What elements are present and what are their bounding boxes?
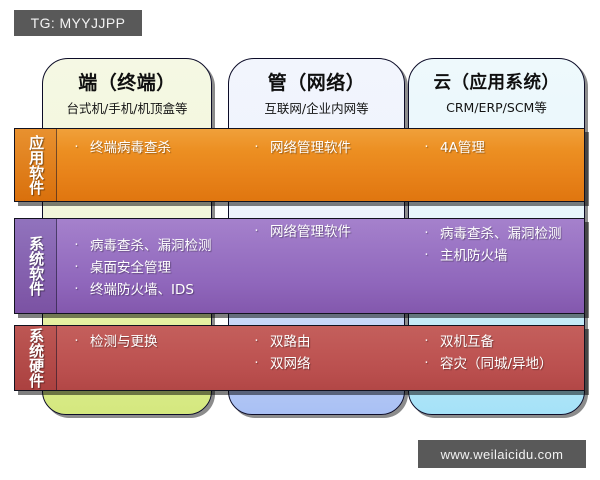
layer-cell: · 检测与更换 bbox=[73, 326, 243, 354]
bullet-item-label: 双机互备 bbox=[440, 334, 494, 350]
bullet-item-label: 检测与更换 bbox=[90, 334, 158, 350]
bullet-item: · 检测与更换 bbox=[73, 332, 243, 352]
bullet-dot-icon: · bbox=[74, 238, 79, 253]
bullet-dot-icon: · bbox=[424, 248, 429, 263]
bullet-dot-icon: · bbox=[74, 260, 79, 275]
bullet-dot-icon: · bbox=[74, 334, 79, 349]
bullet-item: · 病毒查杀、漏洞检测 bbox=[73, 236, 243, 256]
bullet-item: · 终端防火墙、IDS bbox=[73, 280, 243, 300]
bullet-item-label: 桌面安全管理 bbox=[90, 260, 171, 276]
bullet-dot-icon: · bbox=[424, 334, 429, 349]
bullet-item-label: 容灾（同城/异地） bbox=[440, 356, 553, 372]
column-title: 云（应用系统） bbox=[433, 72, 560, 93]
layer-label: 系统硬件 bbox=[15, 326, 57, 390]
layer-cell: · 病毒查杀、漏洞检测 · 主机防火墙 bbox=[423, 219, 600, 268]
layer-body: · 检测与更换 · 双路由 · 双网络 · 双机互备 · 容灾（同城/异地） bbox=[57, 326, 584, 390]
layer-cell: · 双路由 · 双网络 bbox=[253, 326, 429, 376]
bullet-dot-icon: · bbox=[254, 356, 259, 371]
bullet-item: · 4A管理 bbox=[423, 138, 600, 158]
bullet-item: · 网络管理软件 bbox=[253, 222, 429, 242]
layer-cell: · 终端病毒查杀 bbox=[73, 129, 243, 160]
layer-cell: · 病毒查杀、漏洞检测 · 桌面安全管理 · 终端防火墙、IDS bbox=[73, 219, 243, 302]
layer-body: · 终端病毒查杀 · 网络管理软件 · 4A管理 bbox=[57, 129, 584, 201]
bullet-item-label: 双路由 bbox=[270, 334, 311, 350]
bullet-dot-icon: · bbox=[424, 356, 429, 371]
layer-label: 应用软件 bbox=[15, 129, 57, 201]
layer-cell: · 网络管理软件 bbox=[253, 219, 429, 244]
bullet-dot-icon: · bbox=[74, 282, 79, 297]
watermark-site-badge: www.weilaicidu.com bbox=[418, 440, 586, 468]
bullet-item-label: 终端病毒查杀 bbox=[90, 140, 171, 156]
column-header-network: 管（网络） 互联网/企业内网等 bbox=[229, 59, 404, 125]
watermark-top-badge: TG: MYYJJPP bbox=[14, 10, 142, 36]
bullet-dot-icon: · bbox=[254, 224, 259, 239]
column-header-endpoint: 端（终端） 台式机/手机/机顶盒等 bbox=[43, 59, 211, 125]
layer-row-system-hardware: 系统硬件 · 检测与更换 · 双路由 · 双网络 · 双机互备 · 容灾（同城/异地） bbox=[14, 325, 585, 391]
bullet-item-label: 主机防火墙 bbox=[440, 248, 508, 264]
bullet-item: · 双网络 bbox=[253, 354, 429, 374]
layer-row-system-software: 系统软件 · 病毒查杀、漏洞检测 · 桌面安全管理 · 终端防火墙、IDS · 网络管理软件… bbox=[14, 218, 585, 314]
bullet-item-label: 终端防火墙、IDS bbox=[90, 282, 194, 298]
bullet-item: · 病毒查杀、漏洞检测 bbox=[423, 224, 600, 244]
column-title: 管（网络） bbox=[267, 71, 366, 94]
bullet-item: · 双路由 bbox=[253, 332, 429, 352]
column-subtitle: 互联网/企业内网等 bbox=[264, 100, 369, 116]
bullet-item-label: 病毒查杀、漏洞检测 bbox=[440, 226, 562, 242]
bullet-dot-icon: · bbox=[74, 140, 79, 155]
column-subtitle: CRM/ERP/SCM等 bbox=[446, 99, 547, 115]
bullet-item-label: 网络管理软件 bbox=[270, 140, 351, 156]
bullet-dot-icon: · bbox=[254, 334, 259, 349]
bullet-item: · 网络管理软件 bbox=[253, 138, 429, 158]
column-title: 端（终端） bbox=[78, 71, 176, 94]
bullet-item: · 桌面安全管理 bbox=[73, 258, 243, 278]
column-subtitle: 台式机/手机/机顶盒等 bbox=[66, 100, 188, 116]
layer-cell: · 4A管理 bbox=[423, 129, 600, 160]
bullet-item: · 容灾（同城/异地） bbox=[423, 354, 600, 374]
bullet-item: · 主机防火墙 bbox=[423, 246, 600, 266]
bullet-dot-icon: · bbox=[424, 140, 429, 155]
bullet-item-label: 病毒查杀、漏洞检测 bbox=[90, 238, 212, 254]
bullet-dot-icon: · bbox=[254, 140, 259, 155]
bullet-item-label: 网络管理软件 bbox=[270, 224, 351, 240]
layer-label: 系统软件 bbox=[15, 219, 57, 313]
column-header-cloud: 云（应用系统） CRM/ERP/SCM等 bbox=[409, 59, 584, 125]
bullet-dot-icon: · bbox=[424, 226, 429, 241]
bullet-item-label: 4A管理 bbox=[440, 140, 485, 156]
layer-cell: · 双机互备 · 容灾（同城/异地） bbox=[423, 326, 600, 376]
layer-body: · 病毒查杀、漏洞检测 · 桌面安全管理 · 终端防火墙、IDS · 网络管理软件 · 病毒查… bbox=[57, 219, 584, 313]
layer-row-application-software: 应用软件 · 终端病毒查杀 · 网络管理软件 · 4A管理 bbox=[14, 128, 585, 202]
bullet-item: · 终端病毒查杀 bbox=[73, 138, 243, 158]
bullet-item: · 双机互备 bbox=[423, 332, 600, 352]
layer-cell: · 网络管理软件 bbox=[253, 129, 429, 160]
bullet-item-label: 双网络 bbox=[270, 356, 311, 372]
